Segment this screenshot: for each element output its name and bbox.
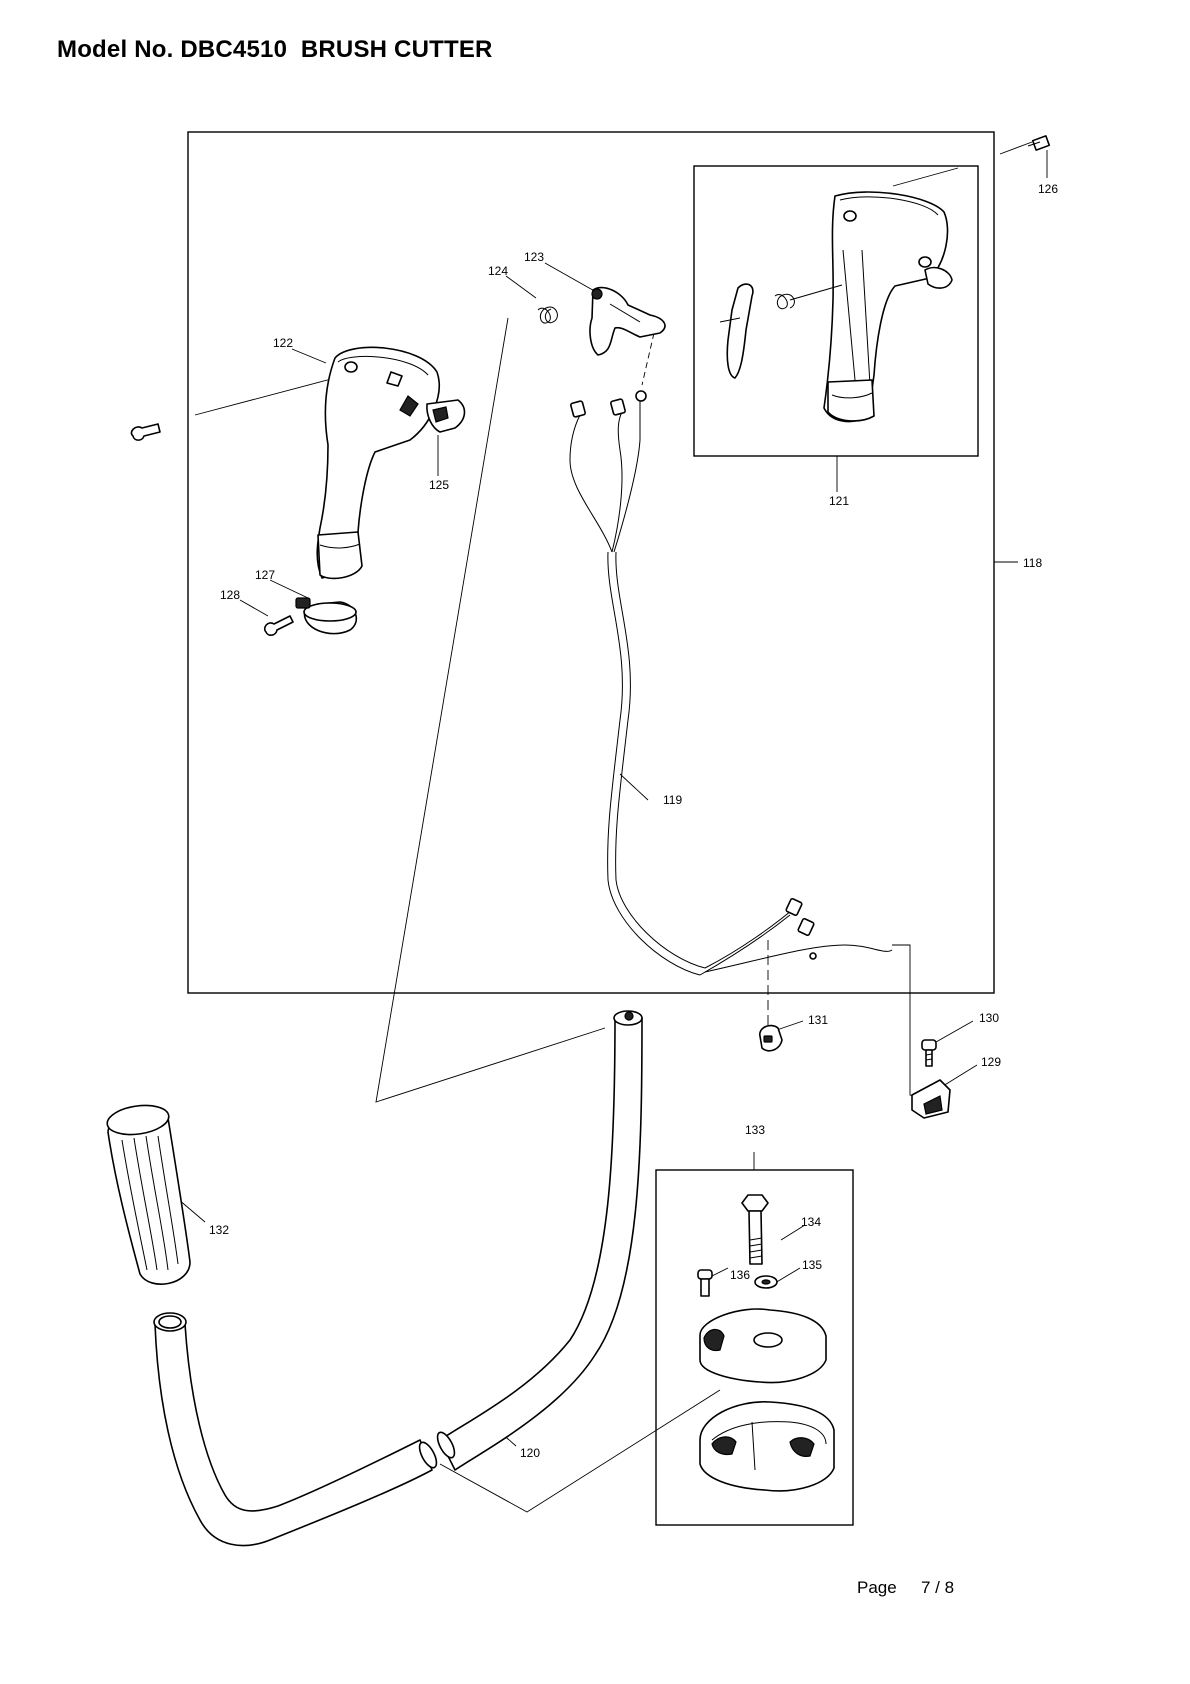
part-label-136: 136 <box>730 1268 750 1282</box>
throttle-trigger-123 <box>589 286 666 356</box>
part-label-125: 125 <box>429 478 449 492</box>
part-label-128: 128 <box>220 588 240 602</box>
part-label-130: 130 <box>979 1011 999 1025</box>
part-label-124: 124 <box>488 264 508 278</box>
wire-harness-119 <box>569 390 893 976</box>
page-label: Page <box>857 1578 897 1597</box>
rubber-grip-132 <box>106 1104 191 1285</box>
screw-128 <box>263 615 294 636</box>
spring-124 <box>537 306 558 324</box>
part-label-127: 127 <box>255 568 275 582</box>
clamp-assembly-133 <box>697 1194 835 1492</box>
switch-125 <box>426 399 466 433</box>
handle-assembly-121 <box>719 191 953 423</box>
assembly-frame-118 <box>187 131 995 994</box>
grip-handle-122 <box>316 346 440 580</box>
part-label-133: 133 <box>745 1123 765 1137</box>
part-label-118: 118 <box>1023 556 1042 570</box>
clamp-127 <box>295 597 358 635</box>
assembly-frame-133 <box>655 1169 854 1526</box>
part-label-121: 121 <box>829 494 849 508</box>
screw-126 <box>1027 135 1051 151</box>
part-number-labels: 118 119 120 121 122 123 124 125 126 127 … <box>209 182 1058 1460</box>
part-label-131: 131 <box>808 1013 828 1027</box>
screw-122 <box>130 423 161 441</box>
handlebar-tube-120 <box>153 1010 643 1547</box>
part-label-119: 119 <box>663 793 682 807</box>
part-label-135: 135 <box>802 1258 822 1272</box>
part-label-132: 132 <box>209 1223 229 1237</box>
page-title: Model No. DBC4510 BRUSH CUTTER <box>57 36 493 63</box>
part-label-134: 134 <box>801 1215 821 1229</box>
screw-130 <box>921 1039 937 1067</box>
part-label-126: 126 <box>1038 182 1058 196</box>
page-number: 7 / 8 <box>921 1578 955 1597</box>
part-label-122: 122 <box>273 336 293 350</box>
part-label-123: 123 <box>524 250 544 264</box>
bracket-129 <box>911 1079 951 1119</box>
cable-clip-131 <box>759 1024 783 1052</box>
assembly-frame-121 <box>693 165 979 457</box>
part-label-129: 129 <box>981 1055 1001 1069</box>
part-label-120: 120 <box>520 1446 540 1460</box>
